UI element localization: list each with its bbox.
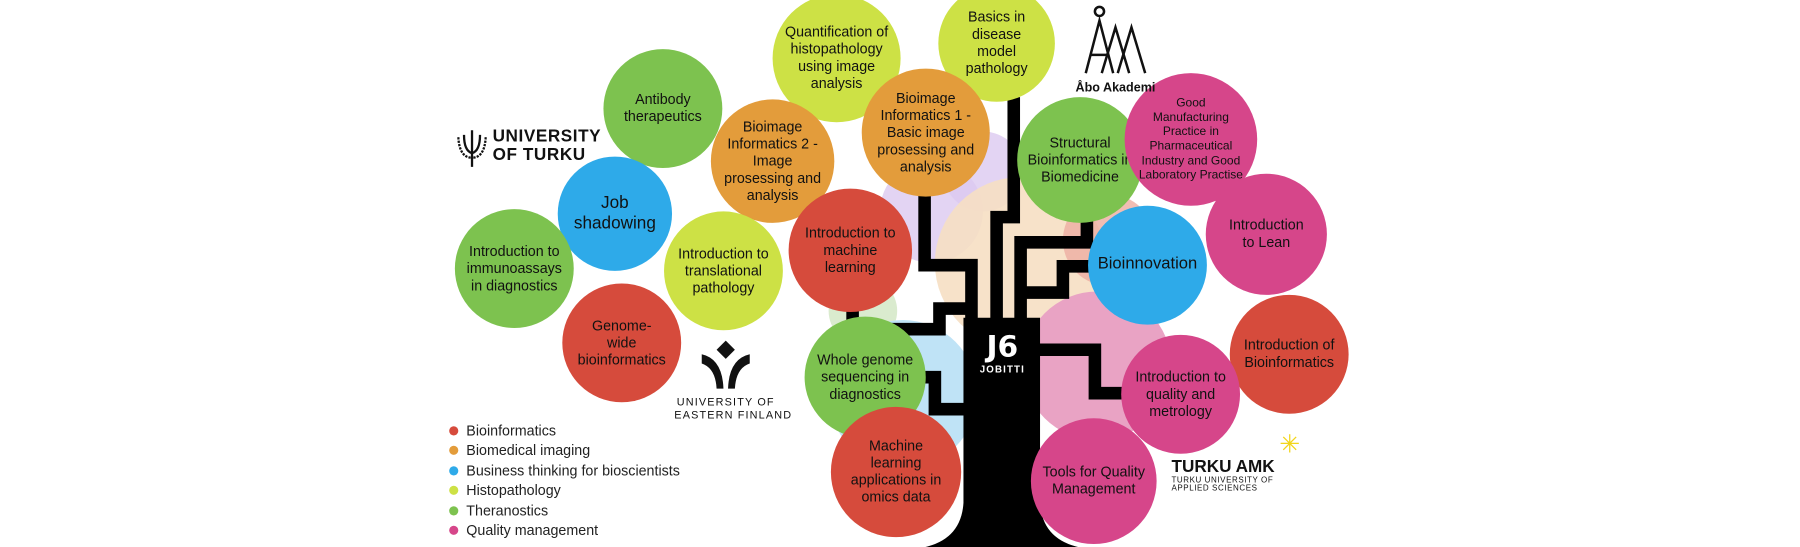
course-translational-pathology[interactable]: Introduction to translational pathology [664,211,783,331]
jobitti-mark-icon: J6 [986,330,1019,365]
legend-dot-icon [449,526,459,536]
legend-item-business-thinking: Business thinking for bioscientists [449,461,680,481]
course-machine-learning-omics[interactable]: Machine learning applications in omics d… [830,406,962,538]
legend-item-theranostics: Theranostics [449,501,680,521]
uef-mark-icon [701,340,750,389]
legend-item-bioinformatics: Bioinformatics [449,421,680,441]
course-introduction-machine-learning[interactable]: Introduction to machine learning [788,188,913,313]
legend-dot-icon [449,426,459,436]
legend-dot-icon [449,506,459,516]
jobitti-logo: J6 JOBITTI [967,331,1038,374]
legend-item-histopathology: Histopathology [449,481,680,501]
course-introduction-to-lean[interactable]: Introduction to Lean [1205,173,1327,295]
abo-akademi-logo: Åbo Akademi [1074,5,1156,95]
course-genome-wide-bioinformatics[interactable]: Genome-wide bioinformatics [562,283,682,403]
course-introduction-of-bioinformatics[interactable]: Introduction of Bioinformatics [1229,294,1349,414]
university-of-turku-logo: UNIVERSITY OF TURKU [457,123,601,169]
turku-trident-icon [457,130,487,167]
course-job-shadowing[interactable]: Job shadowing [557,156,673,271]
sun-star-icon: ✳ [1279,429,1301,459]
course-quality-and-metrology[interactable]: Introduction to quality and metrology [1121,334,1241,454]
course-introduction-immunoassays[interactable]: Introduction to immunoassays in diagnost… [454,209,574,329]
legend-dot-icon [449,486,459,496]
course-structural-bioinformatics[interactable]: Structural Bioinformatics in Biomedicine [1017,97,1143,223]
abo-akademi-mark-icon [1084,5,1147,74]
legend-dot-icon [449,446,459,456]
legend-item-biomedical-imaging: Biomedical imaging [449,441,680,461]
course-antibody-therapeutics[interactable]: Antibody therapeutics [603,49,723,169]
legend-dot-icon [449,466,459,476]
uef-logo: UNIVERSITY OF EASTERN FINLAND [674,338,791,422]
legend-item-quality-management: Quality management [449,521,680,541]
course-bioinnovation[interactable]: Bioinnovation [1088,205,1207,325]
course-tools-quality-management[interactable]: Tools for Quality Management [1030,418,1157,545]
legend: Bioinformatics Biomedical imaging Busine… [449,421,680,541]
turku-amk-logo: TURKU AMK ✳ TURKU UNIVERSITY OF APPLIED … [1171,429,1301,493]
course-bioimage-informatics-1[interactable]: Bioimage Informatics 1 - Basic image pro… [861,68,990,197]
